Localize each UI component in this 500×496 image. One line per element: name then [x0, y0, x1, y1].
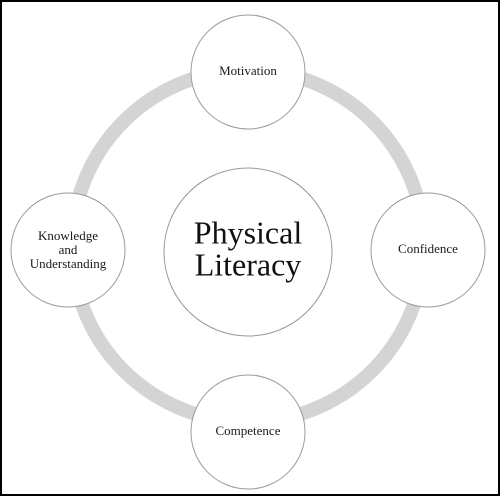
bottom-node-circle [190, 374, 306, 490]
top-node-circle [190, 14, 306, 130]
center-label-line-1: Physical [194, 214, 303, 250]
left-node-label-line-3: Understanding [30, 256, 107, 271]
top-node-label: Motivation [219, 63, 277, 78]
left-node-label-line-2: and [59, 242, 78, 257]
right-node-label: Confidence [398, 241, 458, 256]
center-circle [163, 167, 333, 337]
left-node-label-line-1: Knowledge [38, 228, 98, 243]
left-node-circle [10, 192, 126, 308]
right-node-circle [370, 192, 486, 308]
bottom-node-label: Competence [216, 423, 281, 438]
center-label-line-2: Literacy [195, 246, 302, 282]
